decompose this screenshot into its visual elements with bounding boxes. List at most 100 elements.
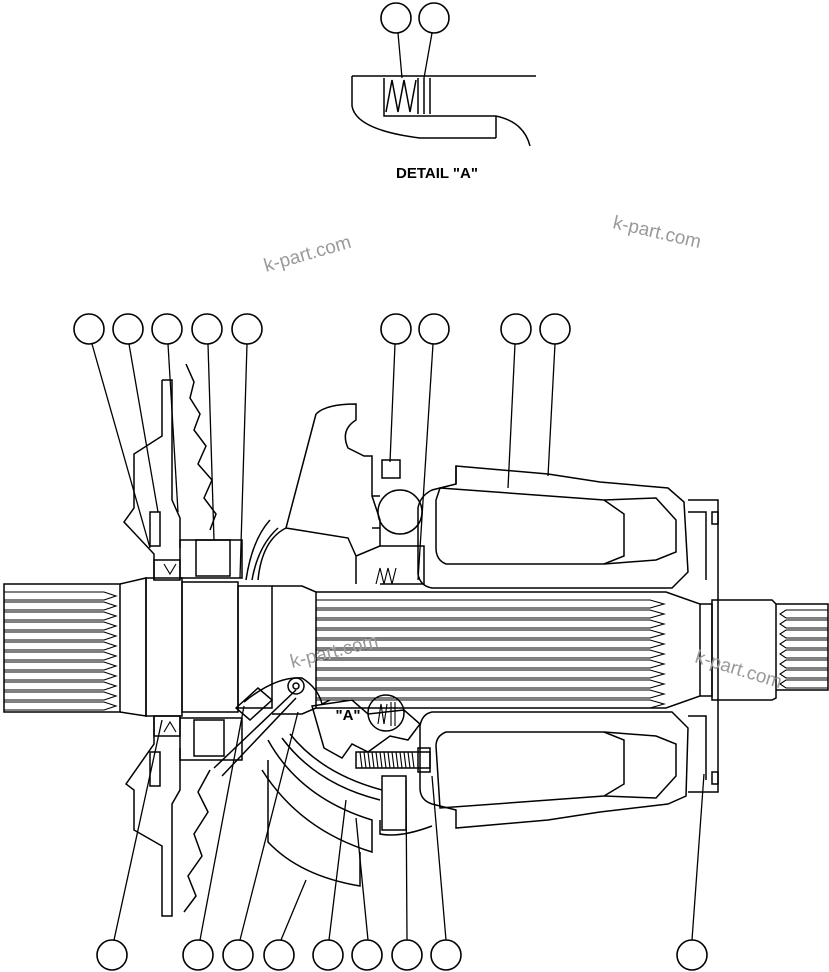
spline-groove (316, 659, 667, 669)
cylinder-block-upper (417, 465, 689, 589)
bottom-callouts (96, 705, 708, 971)
callout-circle[interactable] (112, 313, 144, 345)
piston-bore-upper (603, 497, 677, 565)
spline-tooth (779, 669, 828, 679)
callout-circle[interactable] (182, 939, 214, 971)
spline-groove (316, 629, 667, 639)
leader-line (389, 343, 396, 463)
swash-plate-curve-2 (245, 519, 271, 581)
mounting-flange (123, 363, 243, 917)
bolt-thread (395, 751, 399, 769)
swash-plate-outline (315, 403, 381, 584)
flange-inner-upper (162, 379, 181, 548)
shaft-collar (145, 577, 183, 717)
bolt-thread (411, 751, 415, 769)
leader-line (239, 343, 248, 579)
leader-line (417, 343, 434, 581)
spline-groove (316, 679, 667, 689)
leader-line (691, 773, 705, 941)
spline-tooth (779, 629, 828, 639)
spline-groove (316, 609, 667, 619)
spline-tooth (779, 659, 828, 669)
detail-marker-label: "A" (335, 707, 360, 724)
swash-plate-curve-3 (251, 527, 279, 581)
retainer-plate (381, 775, 407, 831)
callout-circle[interactable] (418, 313, 450, 345)
bolt-thread (379, 751, 383, 769)
flange-break-line-upper (185, 363, 217, 531)
input-shaft-spline (3, 577, 147, 717)
bolt-thread (403, 751, 407, 769)
callout-circle[interactable] (351, 939, 383, 971)
detail-housing-profile (351, 76, 496, 139)
swash-pin (381, 459, 401, 479)
callout-circle[interactable] (231, 313, 263, 345)
callout-circle[interactable] (73, 313, 105, 345)
callout-circle[interactable] (391, 939, 423, 971)
spline-tooth (779, 679, 828, 689)
callout-circle[interactable] (312, 939, 344, 971)
end-cover-notch (711, 771, 719, 785)
callout-circle[interactable] (96, 939, 128, 971)
cylinder-block-lower-body (419, 711, 689, 829)
spline-groove (316, 689, 667, 699)
spline-tooth (4, 701, 118, 711)
callout-circle[interactable] (380, 313, 412, 345)
shaft-shoulder (237, 585, 273, 709)
shoe-plate-arc-3 (289, 733, 383, 791)
output-spline-body (776, 603, 829, 691)
spline-tooth (4, 611, 118, 621)
detail-marker-spring (377, 703, 388, 725)
callout-circle[interactable] (380, 2, 412, 34)
spline-tooth (4, 621, 118, 631)
callout-circle[interactable] (676, 939, 708, 971)
shoe-plate-arc (261, 739, 373, 854)
callout-circle[interactable] (151, 313, 183, 345)
callout-circle[interactable] (539, 313, 571, 345)
leader-line (397, 32, 403, 79)
flange-upper-outline (123, 380, 163, 580)
detail-shaft-curve (495, 115, 531, 147)
bolt-thread (383, 751, 387, 769)
spline-tooth (4, 641, 118, 651)
callout-circle[interactable] (222, 939, 254, 971)
servo-pivot (287, 677, 305, 695)
callout-circle[interactable] (500, 313, 532, 345)
leader-line (328, 799, 347, 941)
bolt-thread (387, 751, 391, 769)
top-callouts (73, 313, 571, 581)
leader-line (199, 705, 245, 941)
callout-circle[interactable] (191, 313, 223, 345)
leader-line (167, 343, 179, 513)
spline-tooth (4, 631, 118, 641)
spline-tooth (4, 601, 118, 611)
cylinder-block-body (417, 465, 689, 589)
spline-teeth (4, 591, 118, 711)
callout-circle[interactable] (418, 2, 450, 34)
seal-upper (149, 511, 161, 547)
swash-plate-face (285, 413, 357, 557)
spline-tooth (4, 661, 118, 671)
bolt-head (417, 747, 431, 773)
end-cover (688, 499, 719, 793)
output-shaft-spline (711, 599, 829, 701)
shaft-spline-body (3, 583, 121, 713)
bolt-thread (407, 751, 411, 769)
leader-line (431, 775, 447, 941)
swash-ball (377, 489, 423, 535)
detail-a-view: DETAIL "A" (351, 2, 536, 182)
end-cover-notch (711, 511, 719, 525)
swash-plate-upper (245, 403, 425, 585)
callout-circle[interactable] (430, 939, 462, 971)
spline-tooth (4, 651, 118, 661)
spline-tooth (4, 591, 118, 601)
callout-circle[interactable] (263, 939, 295, 971)
bolt-thread (399, 751, 403, 769)
seal-lip (163, 563, 177, 576)
watermarks: k-part.com k-part.com k-part.com k-part.… (262, 212, 785, 693)
detail-marker-circle[interactable] (367, 694, 405, 732)
leader-line (547, 343, 556, 477)
spline-groove (316, 699, 667, 709)
leader-line (128, 343, 159, 513)
end-cover-plate (688, 499, 719, 793)
